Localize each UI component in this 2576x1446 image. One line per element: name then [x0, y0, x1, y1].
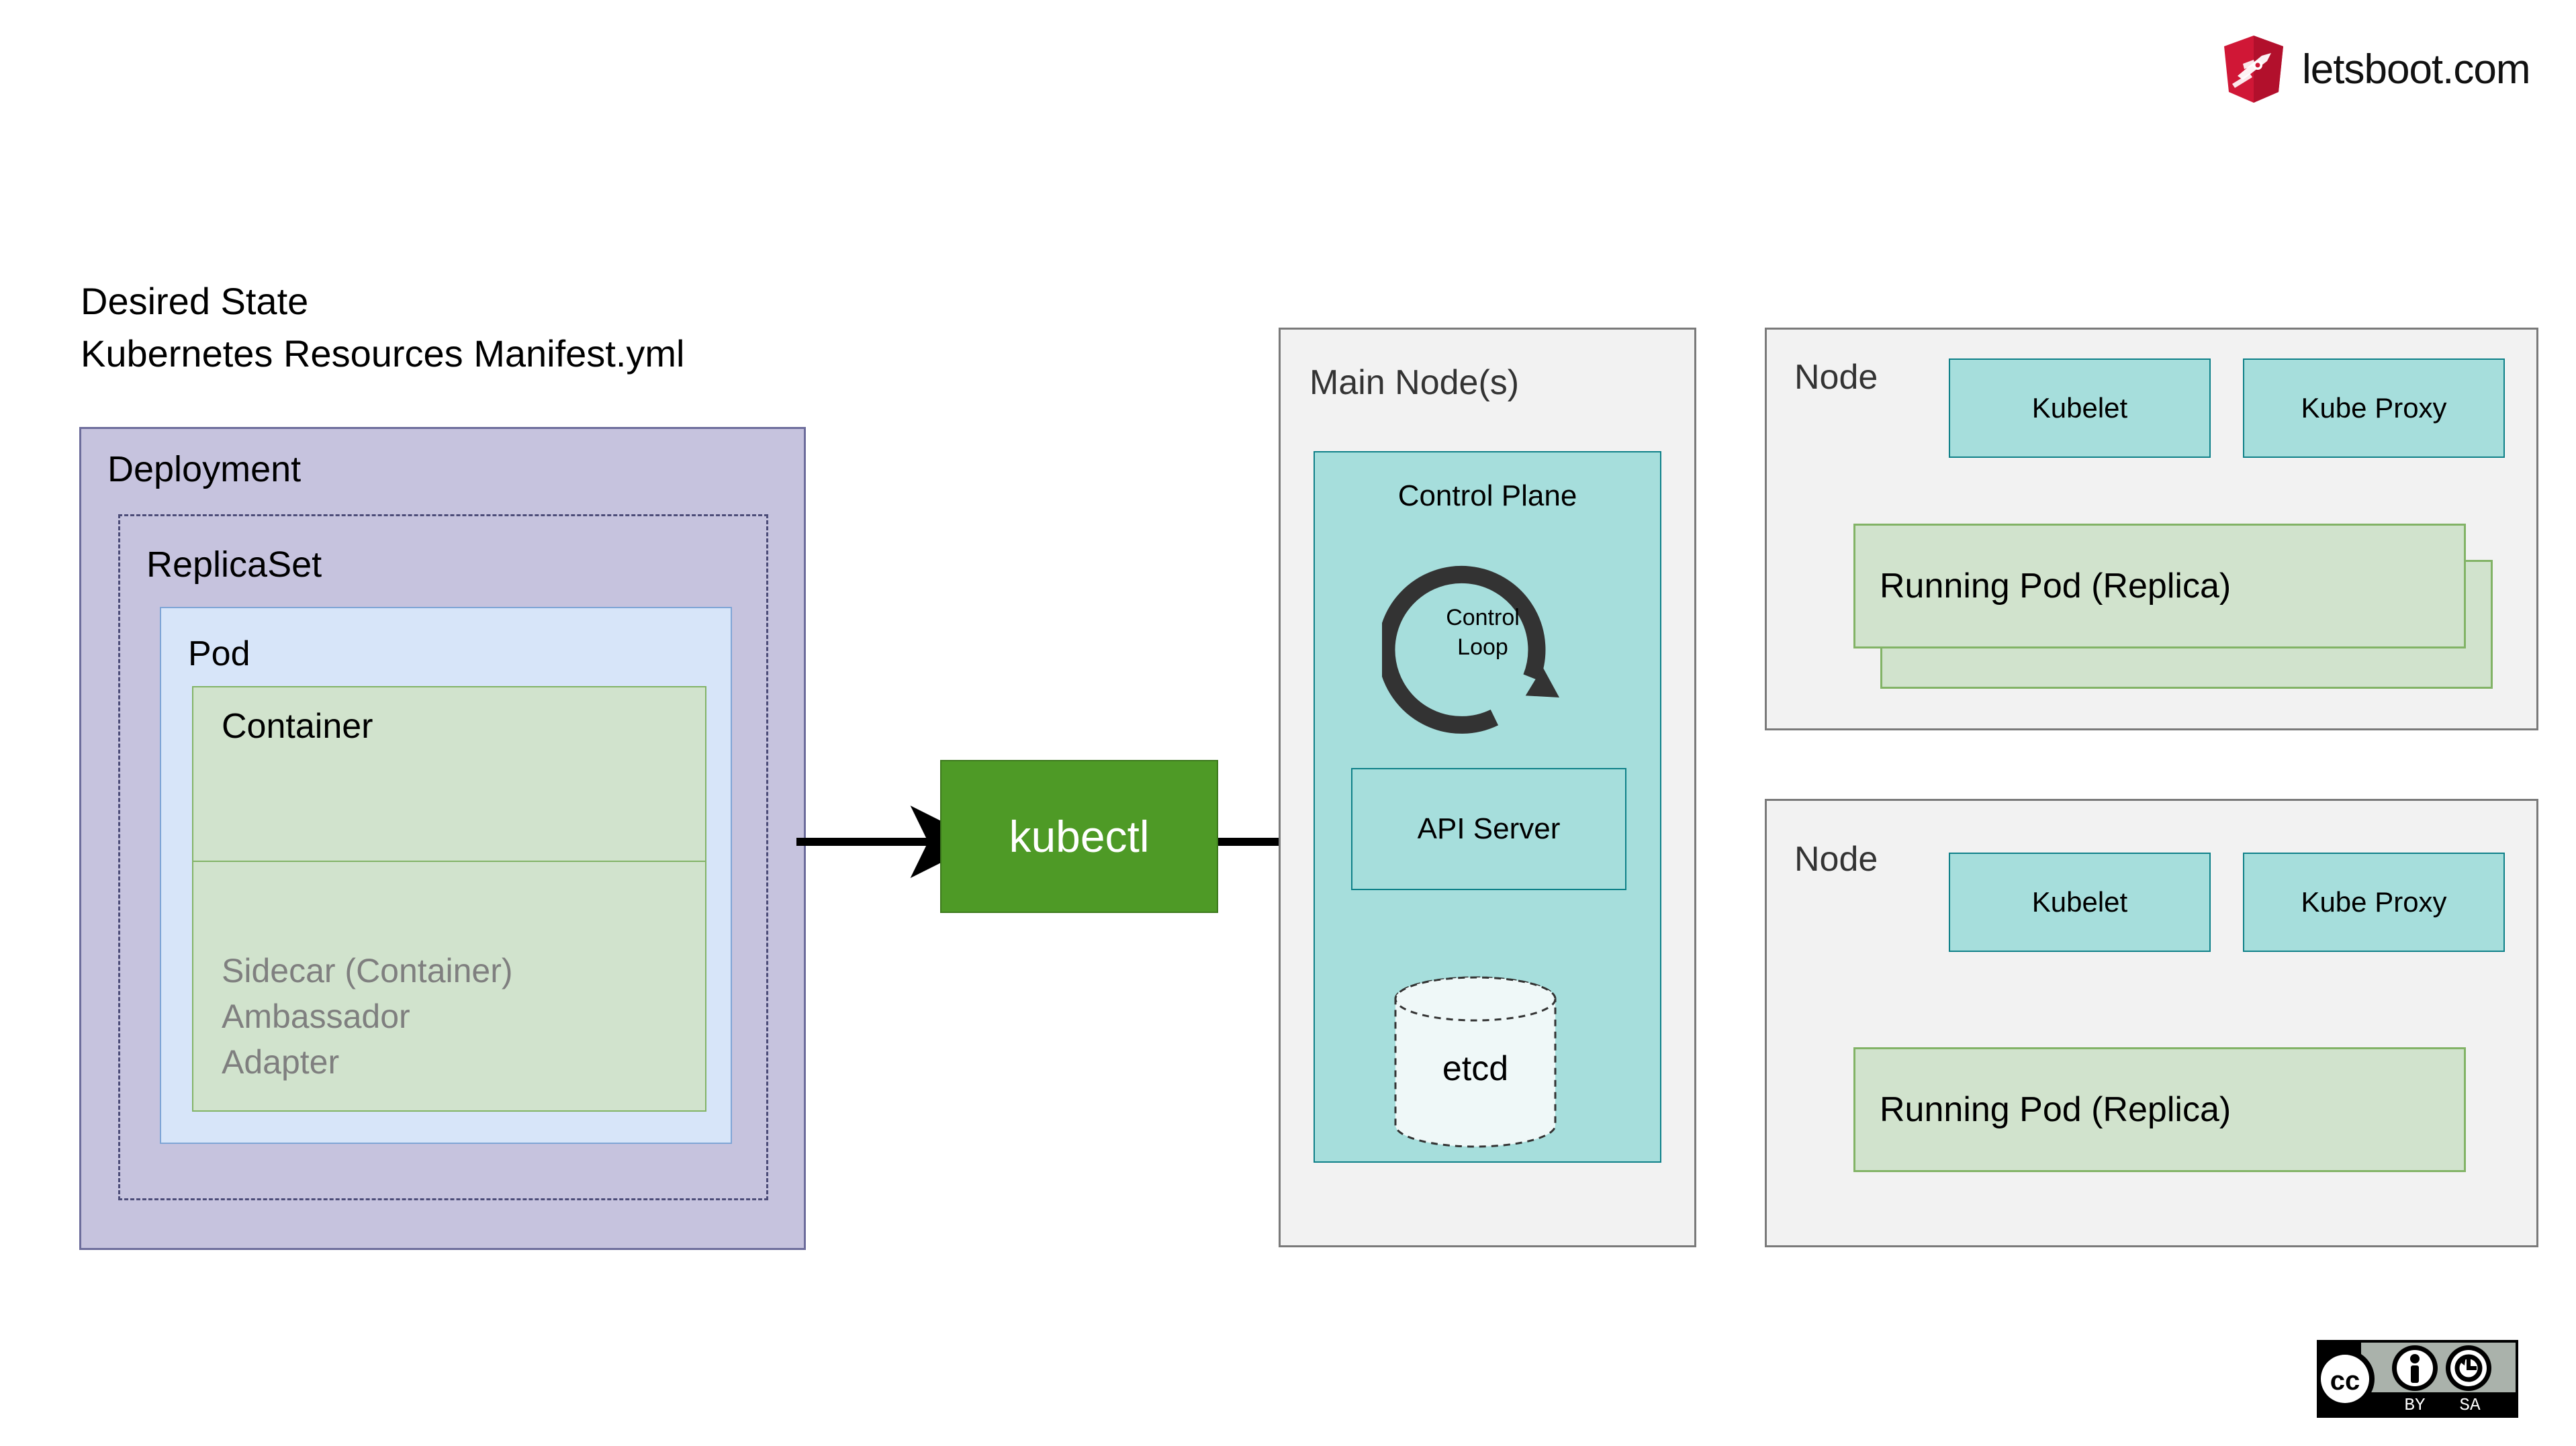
- kube-proxy-box-1: Kube Proxy: [2243, 358, 2505, 458]
- kubelet-box-1: Kubelet: [1949, 358, 2211, 458]
- api-server-box: API Server: [1351, 768, 1626, 890]
- api-server-label: API Server: [1417, 812, 1561, 845]
- control-plane-label: Control Plane: [1397, 479, 1577, 512]
- replicaset-box: [118, 514, 768, 1200]
- container-box: [192, 686, 706, 862]
- kubectl-label: kubectl: [1009, 812, 1150, 861]
- running-pod-label-1: Running Pod (Replica): [1880, 567, 2232, 606]
- letsboot-brand: letsboot.com: [2223, 32, 2572, 106]
- cc-glyph: cc: [2330, 1366, 2360, 1396]
- running-pod-replica-1a: Running Pod (Replica): [1853, 524, 2466, 648]
- kubectl-box[interactable]: kubectl: [940, 760, 1218, 913]
- pod-label: Pod: [188, 634, 250, 673]
- worker-node-1-title: Node: [1794, 358, 1878, 397]
- kubelet-box-2: Kubelet: [1949, 853, 2211, 952]
- main-node-title: Main Node(s): [1309, 363, 1520, 402]
- cc-by-caption: BY: [2404, 1395, 2426, 1415]
- worker-node-2-title: Node: [1794, 840, 1878, 879]
- running-pod-replica-2a: Running Pod (Replica): [1853, 1047, 2466, 1172]
- desired-state-title: Desired State Kubernetes Resources Manif…: [81, 280, 685, 375]
- sidecar-container-box: [192, 862, 706, 1112]
- control-loop-label: Control Loop: [1446, 605, 1520, 660]
- cc-sa-caption: SA: [2459, 1395, 2481, 1415]
- sidecar-container-label: Sidecar (Container) Ambassador Adapter: [222, 952, 513, 1081]
- container-label: Container: [222, 707, 373, 746]
- etcd-label: etcd: [1442, 1049, 1509, 1088]
- creative-commons-by-sa-badge[interactable]: cc BY SA: [2315, 1340, 2518, 1418]
- replicaset-label: ReplicaSet: [146, 544, 322, 585]
- etcd-cylinder-icon: [1391, 975, 1559, 1149]
- deployment-label: Deployment: [107, 449, 302, 489]
- arrow-deployment-to-kubectl: [796, 806, 983, 878]
- control-loop-icon: [1377, 544, 1583, 745]
- letsboot-shield-icon: [2223, 34, 2285, 104]
- brand-name: letsboot.com: [2302, 46, 2531, 93]
- running-pod-label-2: Running Pod (Replica): [1880, 1090, 2232, 1129]
- kube-proxy-box-2: Kube Proxy: [2243, 853, 2505, 952]
